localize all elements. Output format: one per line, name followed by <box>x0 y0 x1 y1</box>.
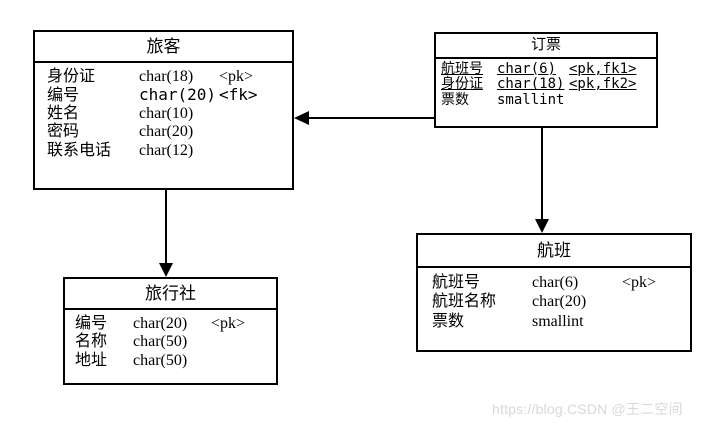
attribute-name: 票数 <box>441 91 469 108</box>
entity-table-booking[interactable]: 订票 航班号 char(6) <pk,fk1> 身份证 char(18) <pk… <box>434 32 658 128</box>
attribute-row: 航班名称 char(20) <box>418 293 690 313</box>
attribute-row: 航班号 char(6) <pk> <box>418 274 690 294</box>
attribute-row: 联系电话 char(12) <box>35 141 292 161</box>
attribute-row: 编号 char(20) <fk> <box>35 85 292 105</box>
attribute-type: char(6) <box>497 61 557 77</box>
attribute-type: char(50) <box>133 333 188 351</box>
attribute-name: 身份证 <box>47 68 96 85</box>
watermark-text: https://blog.CSDN @王二空间 <box>492 401 683 417</box>
attribute-name: 密码 <box>47 123 80 141</box>
entity-header-divider <box>436 57 656 59</box>
attribute-type: char(12) <box>139 141 194 159</box>
attribute-type: char(10) <box>139 104 194 122</box>
entity-header-divider <box>35 61 292 63</box>
connector-passenger-to-agency-line <box>165 190 167 264</box>
attribute-name: 名称 <box>75 333 108 351</box>
entity-table-passenger[interactable]: 旅客 身份证 char(18) <pk> 编号 char(20) <fk> 姓名… <box>33 30 294 190</box>
arrowhead-down-icon-passenger-to-agency <box>159 263 173 277</box>
attribute-key: <pk,fk2> <box>569 76 637 93</box>
entity-table-flight[interactable]: 航班 航班号 char(6) <pk> 航班名称 char(20) 票数 sma… <box>416 233 692 352</box>
attribute-name: 票数 <box>432 312 465 330</box>
attribute-name: 姓名 <box>47 104 80 122</box>
entity-title-booking: 订票 <box>530 37 561 53</box>
attribute-type: char(18) <box>497 76 565 93</box>
attribute-type: char(18) <box>139 68 194 85</box>
attribute-row: 地址 char(50) <box>65 351 276 371</box>
attribute-name: 编号 <box>47 85 80 105</box>
connector-booking-to-passenger-line <box>296 117 434 119</box>
attribute-key: <fk> <box>219 85 258 105</box>
attribute-name: 航班号 <box>441 61 483 77</box>
entity-title-agency: 旅行社 <box>145 284 196 303</box>
entity-attribute-list-passenger: 身份证 char(18) <pk> 编号 char(20) <fk> 姓名 ch… <box>35 63 292 165</box>
attribute-type: smallint <box>532 312 584 330</box>
entity-table-agency[interactable]: 旅行社 编号 char(20) <pk> 名称 char(50) 地址 char… <box>63 277 278 385</box>
entity-header-divider <box>65 308 276 310</box>
attribute-type: char(20) <box>133 315 188 332</box>
entity-title-flight: 航班 <box>537 241 571 260</box>
arrowhead-down-icon-booking-to-flight <box>535 219 549 233</box>
attribute-name: 身份证 <box>441 76 483 93</box>
attribute-row: 编号 char(20) <pk> <box>65 315 276 334</box>
entity-attribute-list-booking: 航班号 char(6) <pk,fk1> 身份证 char(18) <pk,fk… <box>436 59 656 112</box>
attribute-row: 密码 char(20) <box>35 123 292 142</box>
attribute-type: char(50) <box>133 351 188 369</box>
attribute-key: <pk> <box>219 68 254 85</box>
attribute-name: 编号 <box>75 315 108 332</box>
attribute-type: smallint <box>497 91 565 108</box>
attribute-name: 联系电话 <box>47 141 112 159</box>
connector-booking-to-flight-line <box>541 128 543 220</box>
attribute-name: 航班号 <box>432 274 481 291</box>
attribute-type: char(20) <box>139 123 194 141</box>
entity-title-passenger: 旅客 <box>146 37 181 56</box>
attribute-name: 地址 <box>75 351 108 369</box>
attribute-row: 姓名 char(10) <box>35 104 292 124</box>
attribute-type: char(6) <box>532 274 579 291</box>
attribute-key: <pk,fk1> <box>569 61 637 77</box>
attribute-row: 航班号 char(6) <pk,fk1> <box>436 62 656 77</box>
entity-attribute-list-flight: 航班号 char(6) <pk> 航班名称 char(20) 票数 smalli… <box>418 268 690 337</box>
attribute-row: 身份证 char(18) <pk> <box>35 68 292 87</box>
arrowhead-left-icon-booking-to-passenger <box>294 111 309 125</box>
attribute-row: 名称 char(50) <box>65 333 276 352</box>
attribute-row: 票数 smallint <box>418 312 690 333</box>
attribute-type: char(20) <box>139 85 217 105</box>
attribute-key: <pk> <box>622 274 657 291</box>
entity-attribute-list-agency: 编号 char(20) <pk> 名称 char(50) 地址 char(50) <box>65 310 276 375</box>
entity-header-divider <box>418 266 690 268</box>
attribute-name: 航班名称 <box>432 293 497 311</box>
attribute-key: <pk> <box>211 315 246 332</box>
attribute-row: 票数 smallint <box>436 91 656 108</box>
attribute-row: 身份证 char(18) <pk,fk2> <box>436 77 656 92</box>
attribute-type: char(20) <box>532 293 587 311</box>
